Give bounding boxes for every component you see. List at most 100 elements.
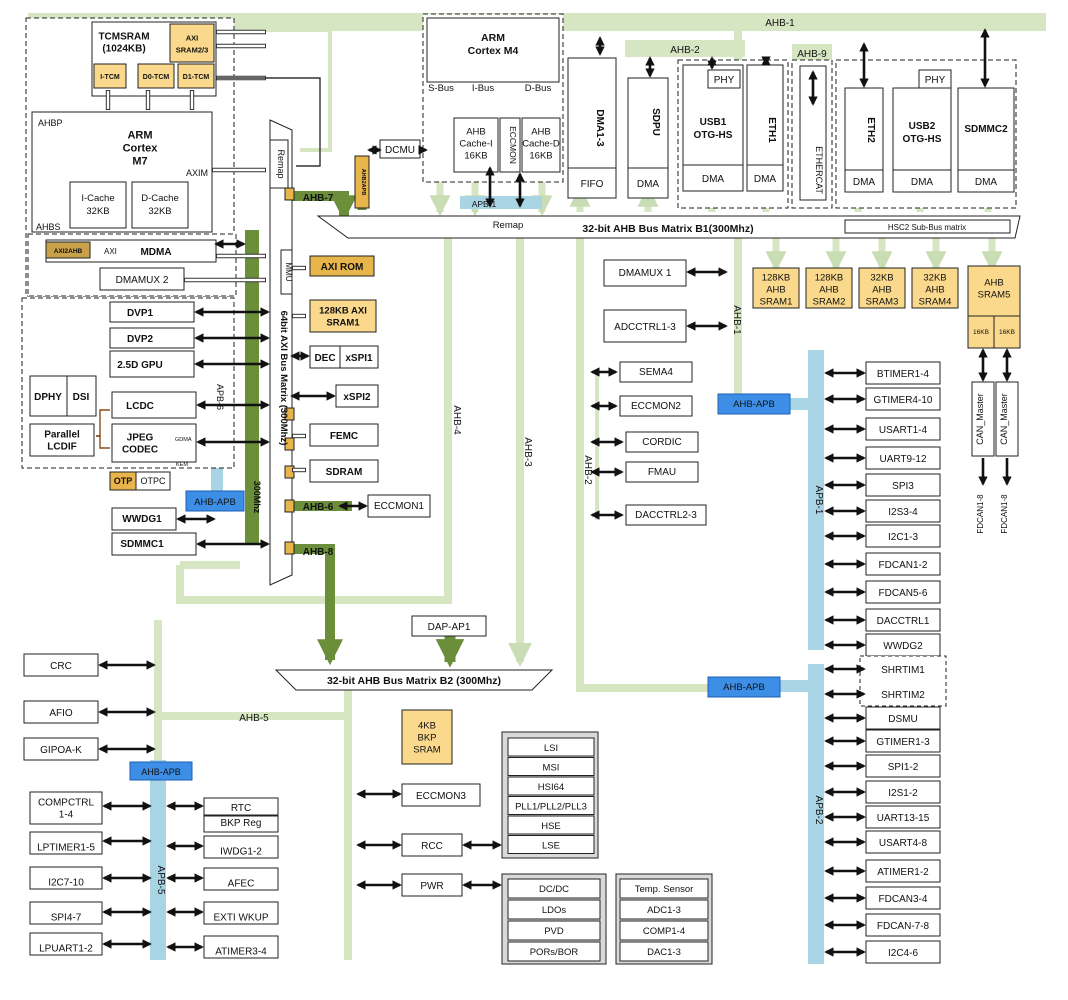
axi-port-a-6 <box>284 541 295 555</box>
gpu-block <box>109 350 195 378</box>
label-apb2-items-10: FDCAN-7-8 <box>877 921 930 932</box>
label-b1-masters-dma: DMA <box>637 179 660 190</box>
can-master-1 <box>971 381 995 457</box>
label-system-power-0: DC/DC <box>539 884 569 895</box>
apb1-item-9 <box>865 580 941 604</box>
apb1-item-3 <box>865 417 941 441</box>
label-axi-slaves-axisram-1: SRAM1 <box>326 318 360 329</box>
xspi2-block <box>335 384 379 408</box>
apb1-item-1 <box>865 361 941 385</box>
label-axi-slaves-xspi1: xSPI1 <box>345 353 373 364</box>
label-cpu-m7-lines-0: ARM <box>127 130 152 142</box>
label-tcm-axi-sram23-1: SRAM2/3 <box>176 46 209 55</box>
label-apb2-items-9: FDCAN3-4 <box>879 894 928 905</box>
label-b1-masters-phy: PHY <box>925 75 946 86</box>
axi-sram1-block <box>309 299 377 333</box>
label-tcm-d1tcm: D1-TCM <box>183 74 210 81</box>
apb1-item-5 <box>865 473 941 497</box>
label-ahb-srams-k16: 16KB <box>973 329 989 336</box>
apb1-item-4 <box>865 446 941 470</box>
label-b1-masters-dma: DMA <box>754 174 777 185</box>
rtc-divider <box>203 814 279 817</box>
apb1-bus <box>808 350 824 650</box>
apb5-left-item-4 <box>29 901 103 925</box>
label-apb1-items-8: FDCAN5-6 <box>879 588 928 599</box>
label-apb2-items-2: DSMU <box>888 714 917 725</box>
label-left-blocks-apb6: APB-6 <box>215 384 225 410</box>
label-buses-ahb1: AHB-1 <box>765 18 795 29</box>
ahb2apb-block <box>354 155 370 209</box>
apb1-item-2 <box>865 387 941 411</box>
label-ahb5-apb5-right-0-1: BKP Reg <box>221 818 262 829</box>
label-ahb5-left-0: CRC <box>50 661 72 672</box>
label-left-blocks-dvp2: DVP2 <box>127 334 154 345</box>
label-ahb-srams-s1-0: 128KB <box>762 273 791 284</box>
label-ahb5-bridge: AHB-APB <box>141 767 181 777</box>
label-apb2-items-6: UART13-15 <box>877 813 930 824</box>
ahb5-left-item-1 <box>23 653 99 677</box>
apb5-bus <box>150 760 166 960</box>
clock-item-4 <box>507 796 595 815</box>
label-apb2-items-1: SHRTIM2 <box>881 690 925 701</box>
label-apb2-items-3: GTIMER1-3 <box>876 737 930 748</box>
label-b1-masters-dma: DMA <box>911 177 934 188</box>
label-apb1-label: APB-1 <box>813 486 824 515</box>
hsc2-submatrix <box>844 219 1011 234</box>
apb5-right-item-4 <box>203 901 279 925</box>
label-ahb-srams-k16: 16KB <box>999 329 1015 336</box>
label-b1-masters-usb1-1: OTG-HS <box>694 130 733 141</box>
parallel-lcdif-block <box>29 423 95 457</box>
label-cpu-m4-icache-1: Cache-I <box>459 139 492 150</box>
label-matrix-b2-bkp-1: BKP <box>417 733 436 744</box>
label-apb2-items-4: SPI1-2 <box>888 762 919 773</box>
label-buses-eccmon1: ECCMON1 <box>374 501 424 512</box>
label-system-eccmon3: ECCMON3 <box>416 791 466 802</box>
label-apb1-bridge: AHB-APB <box>733 399 775 410</box>
bkp-sram-block <box>401 709 453 765</box>
cordic-block <box>625 431 699 453</box>
label-cpu-m4-dcache-2: 16KB <box>529 151 552 162</box>
apb2-item-7 <box>865 805 941 829</box>
label-cpu-icache-0: I-Cache <box>81 193 114 204</box>
label-b1-masters-dma13: DMA1-3 <box>594 109 605 147</box>
label-ahb5-apb5-left-3-0: SPI4-7 <box>51 913 82 924</box>
label-cpu-m7-lines-1: Cortex <box>123 143 159 155</box>
label-ahb5-apb5: APB-5 <box>155 866 166 895</box>
label-b1-masters-usb2-0: USB2 <box>909 121 936 132</box>
dvp2-block <box>109 327 195 349</box>
xspi1-block <box>339 345 379 369</box>
eccmon1-block <box>367 494 431 518</box>
label-cpu-m7-lines-2: M7 <box>132 156 147 168</box>
dvp1-block <box>109 301 195 323</box>
label-ahb-srams-s2-2: SRAM2 <box>813 297 846 308</box>
m4-icache <box>453 117 499 173</box>
eth2-dma <box>844 169 884 193</box>
label-matrix-b2-bkp-2: SRAM <box>413 745 441 756</box>
apb2-item-5 <box>865 754 941 778</box>
label-buses-ahb1: AHB-1 <box>731 305 742 335</box>
label-system-clocks-3: PLL1/PLL2/PLL3 <box>515 802 587 813</box>
label-ahb-srams-s1-1: AHB <box>766 285 786 296</box>
rcc-block <box>401 833 463 857</box>
label-b1-masters-dma: DMA <box>702 174 725 185</box>
label-buses-ahb8: AHB-8 <box>303 547 334 558</box>
dacctrl2-block <box>625 504 707 526</box>
label-ahb2-periph-sema4: SEMA4 <box>639 367 673 378</box>
label-axi-matrix-mmu: MMU <box>284 262 293 281</box>
label-axi-matrix-remap: Remap <box>276 149 286 178</box>
label-left-blocks-dphy: DPHY <box>34 392 62 403</box>
label-axi-slaves-femc: FEMC <box>330 431 358 442</box>
label-matrix-b2-dap: DAP-AP1 <box>428 622 471 633</box>
m4-dcache <box>521 117 561 173</box>
label-left-blocks-dsi: DSI <box>73 392 90 403</box>
power-item-4 <box>507 941 601 962</box>
m4-eccmon <box>499 117 521 173</box>
label-tcm-d0tcm: D0-TCM <box>143 74 170 81</box>
d0tcm-block <box>137 63 175 89</box>
label-matrix-b2-label: 32-bit AHB Bus Matrix B2 (300Mhz) <box>327 675 501 687</box>
label-cpu-axim: AXIM <box>186 168 208 178</box>
ahb-apb-bridge-1 <box>717 393 791 415</box>
label-system-clocks-1: MSI <box>543 763 560 774</box>
sdmmc1-block <box>111 532 197 556</box>
